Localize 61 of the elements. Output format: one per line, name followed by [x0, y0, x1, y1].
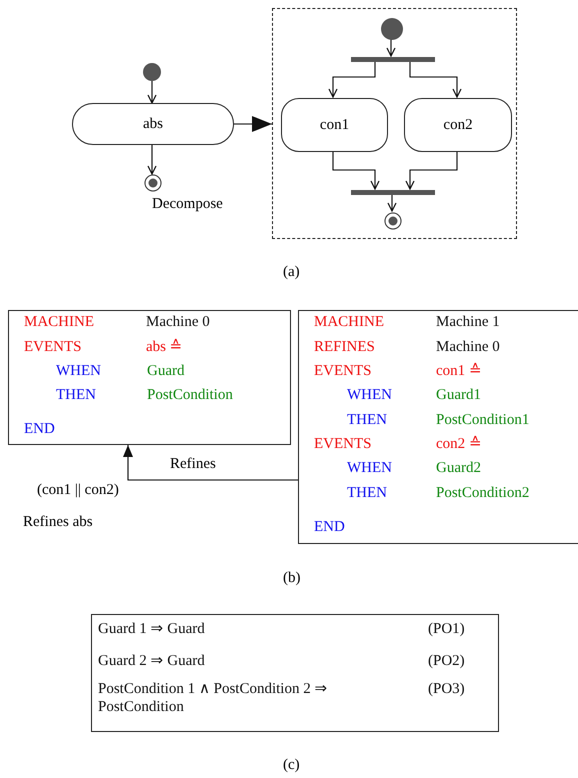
panel-label: (a) [283, 263, 300, 281]
proof-obligation-box [91, 614, 499, 732]
machine-box [298, 310, 578, 544]
arrow [405, 151, 458, 190]
keyword: WHEN [347, 386, 392, 404]
keyword: MACHINE [24, 313, 94, 331]
guard-text: Guard2 [436, 459, 481, 477]
arrow [409, 61, 462, 98]
keyword: WHEN [347, 459, 392, 477]
arrow [387, 194, 397, 212]
action-box: abs [72, 103, 234, 145]
keyword: END [24, 420, 55, 438]
guard-text: Guard [147, 362, 184, 380]
arrow [123, 445, 298, 481]
dashed-frame [272, 8, 517, 239]
panel-label: (c) [283, 756, 300, 774]
arrow [328, 61, 376, 98]
proof-obligation-tag: (PO3) [428, 680, 465, 698]
machine-name: Machine 0 [436, 338, 500, 356]
annotation: (con1 || con2) [37, 481, 119, 499]
initial-node [381, 18, 403, 40]
proof-obligation-tag: (PO1) [428, 620, 465, 638]
arrow [147, 145, 157, 175]
final-node [384, 212, 402, 230]
keyword: WHEN [56, 362, 101, 380]
event-name: con2 ≙ [436, 435, 482, 453]
keyword: THEN [347, 411, 387, 429]
action-text: PostCondition [147, 386, 233, 404]
keyword: EVENTS [24, 338, 82, 356]
formula: PostCondition 1 ∧ PostCondition 2 ⇒ PostCondition [98, 680, 328, 716]
action-box: con1 [281, 98, 388, 152]
keyword: MACHINE [314, 313, 384, 331]
action-text: PostCondition1 [436, 411, 530, 429]
diagram-caption: Decompose [152, 195, 223, 213]
initial-node [143, 63, 161, 81]
arrow [332, 151, 380, 190]
join-bar [351, 190, 435, 195]
arrow [147, 81, 157, 104]
formula: Guard 2 ⇒ Guard [98, 652, 205, 670]
panel-label: (b) [283, 569, 300, 587]
keyword: END [314, 518, 345, 536]
annotation: Refines abs [23, 513, 93, 531]
keyword: REFINES [314, 338, 375, 356]
final-node [144, 174, 162, 192]
machine-name: Machine 0 [146, 313, 210, 331]
machine-name: Machine 1 [436, 313, 500, 331]
action-text: PostCondition2 [436, 484, 530, 502]
event-name: abs ≙ [146, 338, 183, 356]
proof-obligation-tag: (PO2) [428, 652, 465, 670]
guard-text: Guard1 [436, 386, 481, 404]
arrow [234, 116, 272, 132]
fork-bar [351, 57, 435, 62]
keyword: EVENTS [314, 435, 372, 453]
keyword: EVENTS [314, 362, 372, 380]
machine-box [8, 310, 291, 445]
action-box: con2 [404, 98, 512, 152]
event-name: con1 ≙ [436, 362, 482, 380]
keyword: THEN [56, 386, 96, 404]
formula: Guard 1 ⇒ Guard [98, 620, 205, 638]
arrow [386, 39, 396, 57]
keyword: THEN [347, 484, 387, 502]
